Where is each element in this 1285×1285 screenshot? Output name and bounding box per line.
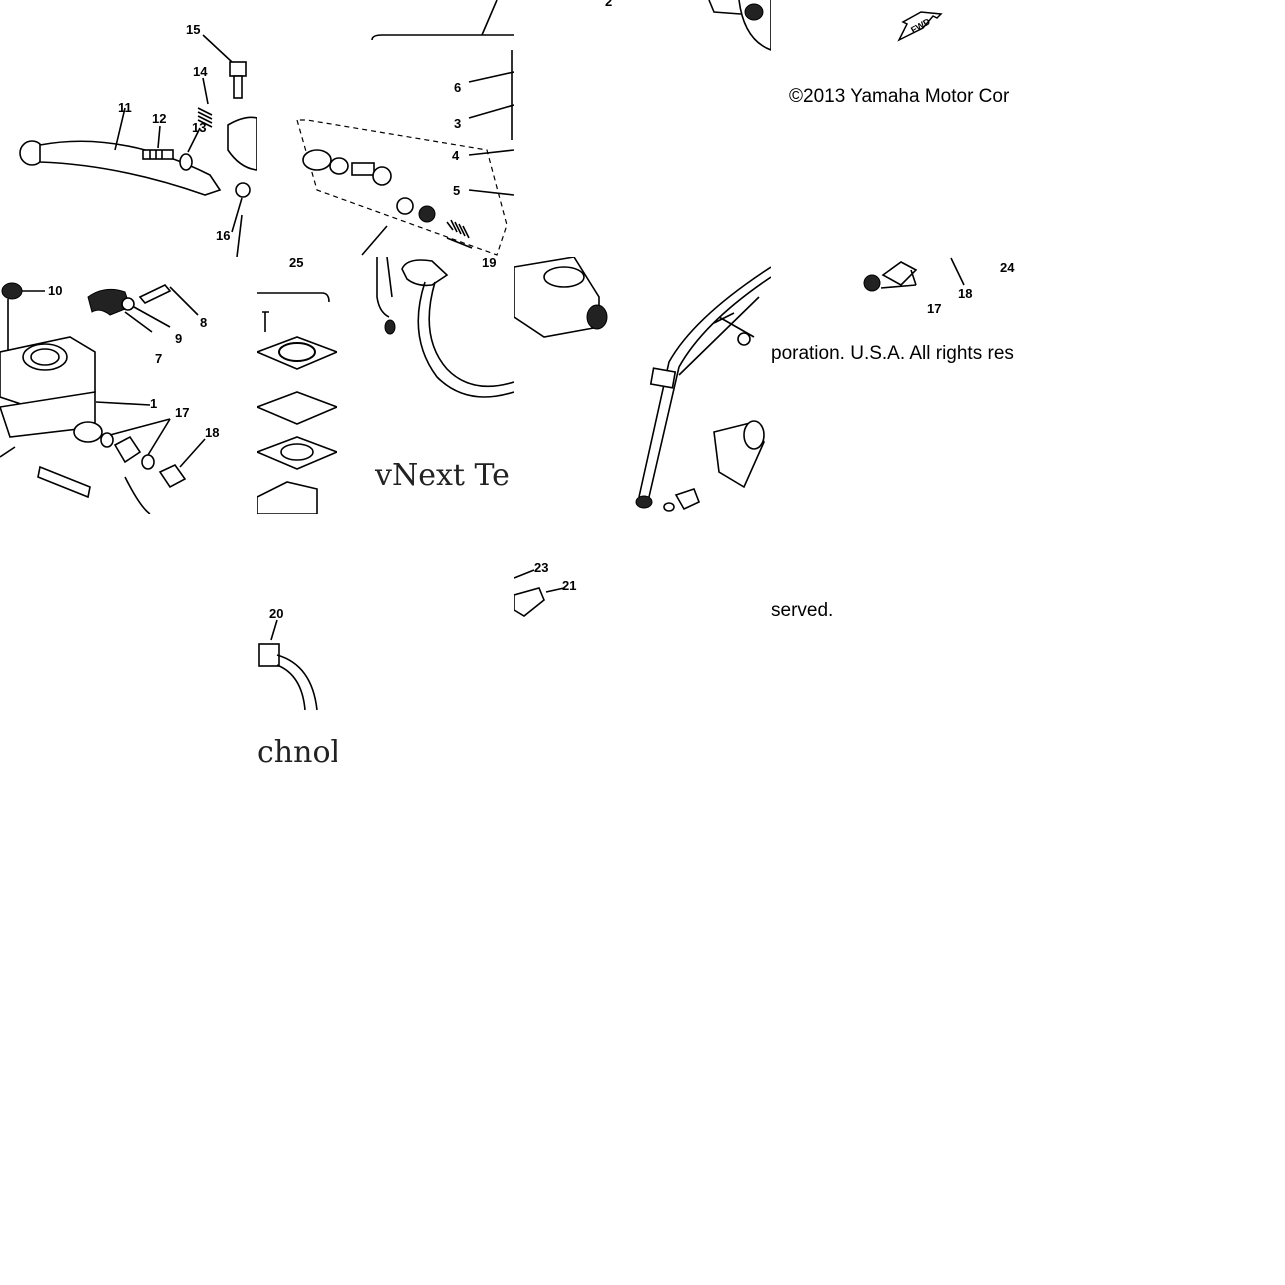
pivot-bolt-15 <box>229 61 247 77</box>
brake-switch-body <box>401 259 449 287</box>
caliper-hose-drawing <box>514 257 771 512</box>
fwd-arrow-icon: FWD <box>897 11 943 42</box>
callout-25: 25 <box>289 257 303 270</box>
bolt-12 <box>142 149 174 160</box>
gasket-plate <box>257 391 337 425</box>
tile-lever-assembly: 11 12 13 14 15 16 <box>0 0 257 257</box>
master-cylinder-drawing: 10 8 9 7 1 17 18 <box>0 282 219 514</box>
washer-13 <box>179 153 193 171</box>
piston-cup <box>302 149 332 171</box>
union-bolt-18 <box>158 463 187 489</box>
tile-top-fragment: 2 <box>514 0 771 60</box>
cap-screw-10 <box>1 282 23 300</box>
brake-hose <box>417 281 514 398</box>
screw <box>262 311 269 332</box>
brake-hose-lower <box>638 266 771 498</box>
tile-fitting-fragment: 23 21 <box>514 540 594 620</box>
tile-caliper-hose <box>514 257 771 514</box>
return-spring <box>446 219 470 239</box>
copyright-line-1: ©2013 Yamaha Motor Cor <box>789 86 1010 107</box>
reservoir-diaphragm <box>257 336 337 370</box>
callout-1: 1 <box>150 396 157 411</box>
lever-holder <box>227 116 257 171</box>
callout-12: 12 <box>152 111 166 126</box>
reservoir-cap <box>22 343 68 371</box>
callout-13: 13 <box>192 120 206 135</box>
lever-assembly-drawing: 11 12 13 14 15 16 <box>19 22 257 257</box>
callout-3: 3 <box>454 116 461 131</box>
callout-5: 5 <box>453 183 460 198</box>
spring-14 <box>197 107 213 128</box>
tile-piston-kit: 6 3 4 5 <box>257 0 514 257</box>
banjo-fitting <box>113 435 142 464</box>
callout-6: 6 <box>454 80 461 95</box>
tile-master-cylinder: 10 8 9 7 1 17 18 <box>0 257 257 514</box>
callout-8: 8 <box>200 315 207 330</box>
piston <box>351 162 375 176</box>
callout-10: 10 <box>48 283 62 298</box>
washer-17c <box>863 274 881 292</box>
callout-11: 11 <box>118 100 132 115</box>
callout-18-right: 18 <box>958 286 972 301</box>
banjo-fitting-right <box>881 261 918 286</box>
callout-24: 24 <box>1000 260 1015 275</box>
hose-fitting-21 <box>514 587 545 617</box>
watermark-text: vNext Te <box>374 458 510 493</box>
callout-20: 20 <box>269 606 283 621</box>
washers-drawing: 17 18 24 <box>863 257 1015 316</box>
callout-9: 9 <box>175 331 182 346</box>
callout-17: 17 <box>175 405 189 420</box>
tile-gaskets: 25 <box>257 257 337 514</box>
clamp-7 <box>87 288 131 316</box>
brake-lever <box>39 140 222 196</box>
nut-16 <box>235 182 251 198</box>
gasket-diaphragm <box>257 436 337 470</box>
watermark-text-2: chnol <box>257 735 337 770</box>
callout-18: 18 <box>205 425 219 440</box>
tile-washers-right: 17 18 24 <box>771 240 1028 320</box>
callout-14: 14 <box>193 64 208 79</box>
callout-19: 19 <box>482 257 496 270</box>
hose-clamp-20 <box>258 643 280 667</box>
washer-17a <box>100 432 114 448</box>
washer-17b <box>141 454 155 470</box>
callout-21: 21 <box>562 578 576 593</box>
bolt-8 <box>138 284 172 304</box>
callout-15: 15 <box>186 22 200 37</box>
callout-23: 23 <box>534 560 548 575</box>
copyright-line-3: served. <box>771 600 834 621</box>
tile-hose-fragment: 20 chnol <box>257 600 337 771</box>
brake-switch <box>37 465 91 499</box>
callout-17-right: 17 <box>927 301 941 316</box>
callout-7: 7 <box>155 351 162 366</box>
callout-16: 16 <box>216 228 230 243</box>
callout-4: 4 <box>452 148 460 163</box>
hose-switch-drawing: 19 vNext Te <box>374 257 514 493</box>
washer-9 <box>121 297 135 311</box>
tile-hose-switch: 19 vNext Te <box>337 257 514 514</box>
piston-kit-drawing: 6 3 4 5 <box>296 0 514 256</box>
kit-frame <box>296 119 508 256</box>
copyright-line-2: poration. U.S.A. All rights res <box>771 343 1014 364</box>
hose-fragment-drawing: 20 chnol <box>257 606 337 770</box>
gasket-drawing: 25 <box>257 257 337 514</box>
callout-2-top: 2 <box>605 0 612 9</box>
